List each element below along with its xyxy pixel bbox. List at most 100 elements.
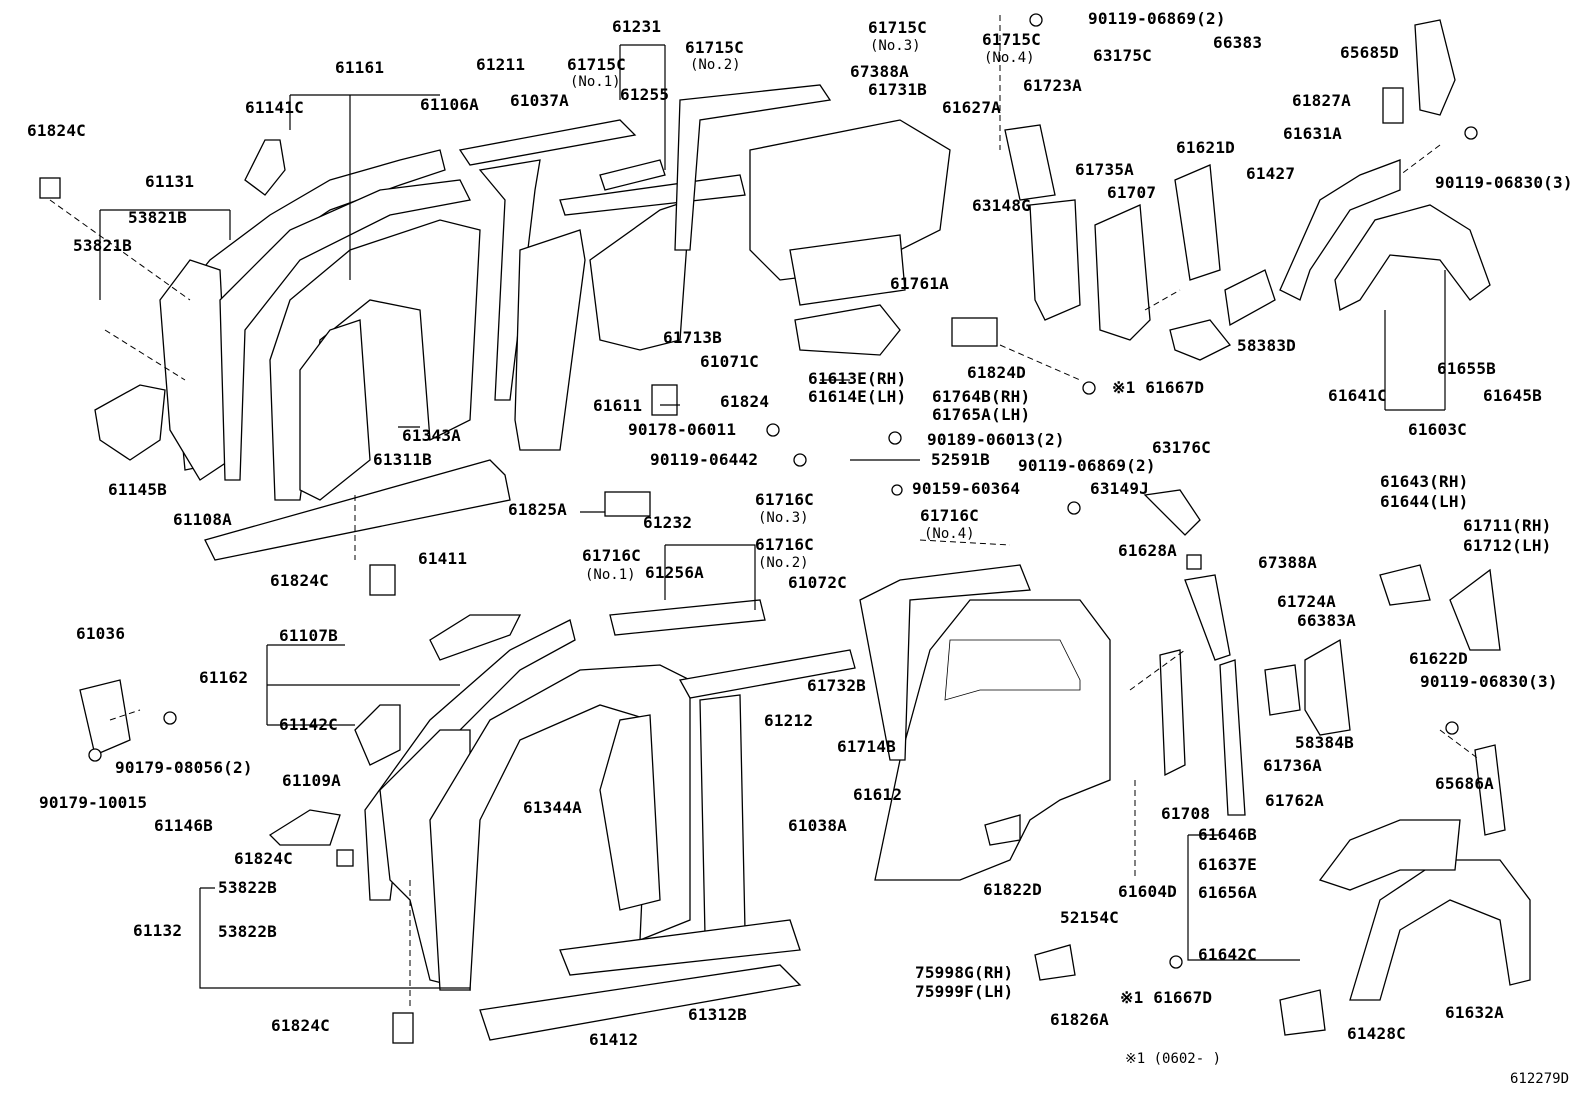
label-61723A: 61723A <box>1023 76 1082 95</box>
part-61211-rail <box>458 119 637 166</box>
part-61824D <box>951 317 998 347</box>
label-61038A: 61038A <box>788 816 847 835</box>
label-61707: 61707 <box>1107 183 1157 202</box>
label-61412: 61412 <box>589 1030 639 1049</box>
label-61716C-1-note: (No.1) <box>585 567 636 583</box>
part-61824C-c <box>336 849 354 867</box>
label-61109A: 61109A <box>282 771 341 790</box>
part-61825A <box>604 491 651 517</box>
label-61071C: 61071C <box>700 352 759 371</box>
label-61715C-2: 61715C <box>685 38 744 57</box>
label-66383: 66383 <box>1213 33 1263 52</box>
label-61731B: 61731B <box>868 80 927 99</box>
label-61711: 61711(RH) <box>1463 516 1552 535</box>
label-61614E: 61614E(LH) <box>808 387 907 406</box>
label-61145B: 61145B <box>108 480 167 499</box>
label-61716C-3-note: (No.3) <box>758 510 809 526</box>
label-90179-10015: 90179-10015 <box>39 793 148 812</box>
label-61713B: 61713B <box>663 328 722 347</box>
label-61762A: 61762A <box>1265 791 1324 810</box>
label-61212: 61212 <box>764 711 814 730</box>
label-90159-60364: 90159-60364 <box>912 479 1021 498</box>
part-65686A <box>1474 744 1506 836</box>
footnote: ※1 (0602- ) <box>1125 1051 1222 1067</box>
part-61713B-pillar <box>589 199 691 351</box>
label-61715C-3-note: (No.3) <box>870 38 921 54</box>
bolt-90179-08056 <box>163 711 177 725</box>
label-65686A: 65686A <box>1435 774 1494 793</box>
part-61038A-pillar <box>699 694 746 936</box>
dash-2 <box>104 329 186 381</box>
dash-1 <box>49 199 191 301</box>
label-61256A: 61256A <box>645 563 704 582</box>
part-61824C-b <box>369 564 396 596</box>
part-61427 <box>1224 269 1276 327</box>
label-61712: 61712(LH) <box>1463 536 1552 555</box>
label-61622D: 61622D <box>1409 649 1468 668</box>
label-53821B-a: 53821B <box>128 208 187 227</box>
label-61604D: 61604D <box>1118 882 1177 901</box>
part-61827A <box>1382 87 1404 124</box>
label-63149J: 63149J <box>1090 479 1149 498</box>
label-61107B: 61107B <box>279 626 338 645</box>
part-61611-pillar <box>514 229 586 451</box>
leader-61132 <box>199 887 470 989</box>
leader-61161 <box>289 94 440 280</box>
part-67388A-b <box>1186 554 1202 570</box>
label-61036: 61036 <box>76 624 126 643</box>
part-61708 <box>1159 649 1186 777</box>
label-61735A: 61735A <box>1075 160 1134 179</box>
label-61232: 61232 <box>643 513 693 532</box>
part-61312B <box>559 919 801 976</box>
label-61427: 61427 <box>1246 164 1296 183</box>
part-61131-pillar <box>159 259 231 481</box>
part-61146B <box>268 809 341 846</box>
leader-61131 <box>99 209 231 300</box>
label-52154C: 52154C <box>1060 908 1119 927</box>
label-90119-06869-a: 90119-06869(2) <box>1088 9 1226 28</box>
dash-13 <box>109 709 141 721</box>
label-61627A: 61627A <box>942 98 1001 117</box>
label-61716C-2: 61716C <box>755 535 814 554</box>
label-61765A: 61765A(LH) <box>932 405 1031 424</box>
label-67388A-b: 67388A <box>1258 553 1317 572</box>
label-61715C-1: 61715C <box>567 55 626 74</box>
label-61824D: 61824D <box>967 363 1026 382</box>
clip-61667D-a <box>1082 381 1096 395</box>
part-61621D <box>1174 164 1221 281</box>
label-61643: 61643(RH) <box>1380 472 1469 491</box>
part-61822D <box>984 814 1021 846</box>
label-61641C: 61641C <box>1328 386 1387 405</box>
label-61715C-4: 61715C <box>982 30 1041 49</box>
label-52591B: 52591B <box>931 450 990 469</box>
label-90178-06011: 90178-06011 <box>628 420 737 439</box>
part-65685D <box>1414 19 1456 116</box>
part-61037A <box>478 159 541 401</box>
bolt-90179-10015 <box>88 748 102 762</box>
label-61644: 61644(LH) <box>1380 492 1469 511</box>
part-61824 <box>651 384 678 416</box>
label-61631A: 61631A <box>1283 124 1342 143</box>
part-61411-rocker <box>204 459 511 561</box>
label-66383A: 66383A <box>1297 611 1356 630</box>
part-61732B-frame <box>859 564 1031 761</box>
dash-9 <box>1439 729 1481 761</box>
label-90119-06830-b: 90119-06830(3) <box>1420 672 1558 691</box>
leader-misc <box>398 379 920 513</box>
label-61716C-4-note: (No.4) <box>924 526 975 542</box>
part-61723A <box>1004 124 1056 201</box>
label-61428C: 61428C <box>1347 1024 1406 1043</box>
label-63176C: 63176C <box>1152 438 1211 457</box>
part-61761A-panel <box>789 234 906 306</box>
part-61612-window <box>944 639 1081 701</box>
part-61622D <box>1304 638 1351 736</box>
label-61761A: 61761A <box>890 274 949 293</box>
label-61824: 61824 <box>720 392 770 411</box>
label-61106A: 61106A <box>420 95 479 114</box>
dash-8 <box>1129 649 1186 691</box>
label-61161: 61161 <box>335 58 385 77</box>
part-61711 <box>1449 568 1501 651</box>
part-61141C <box>244 139 286 196</box>
part-61212-rail <box>678 649 856 699</box>
label-75999F: 75999F(LH) <box>915 982 1014 1001</box>
